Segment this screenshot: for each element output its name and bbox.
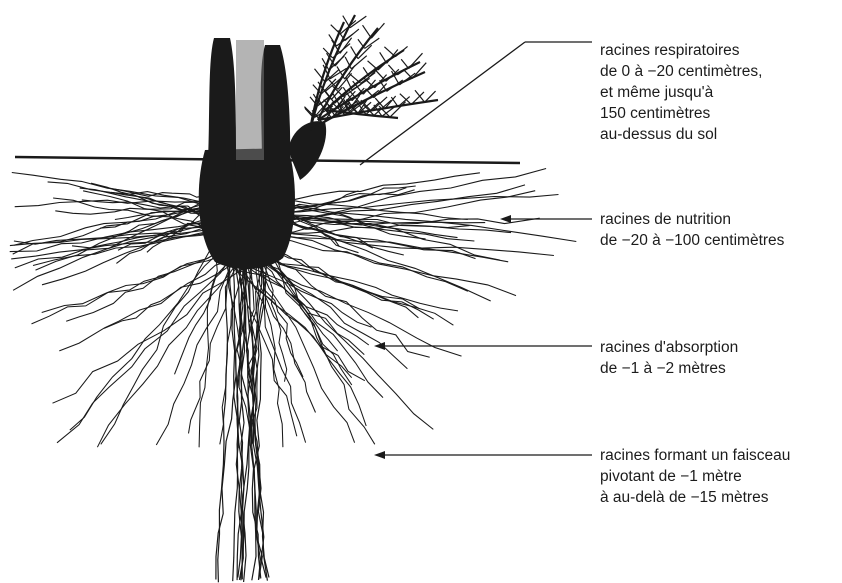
- leaf-leaflet: [349, 73, 361, 83]
- leaf-leaflet: [371, 23, 384, 38]
- pivot-root: [218, 262, 230, 582]
- leaf-leaflet: [395, 46, 407, 56]
- label-line: de −1 à −2 mètres: [600, 358, 738, 379]
- leaf-leaflet: [358, 39, 365, 48]
- label-line: au-dessus du sol: [600, 124, 762, 145]
- absorption-root: [199, 250, 217, 447]
- label-absorption-roots: racines d'absorption de −1 à −2 mètres: [600, 337, 738, 379]
- label-line: de 0 à −20 centimètres,: [600, 61, 762, 82]
- leaf-leaflet: [390, 102, 406, 117]
- leaf-leaflet: [374, 69, 386, 82]
- absorption-root: [32, 250, 223, 324]
- label-line: racines d'absorption: [600, 337, 738, 358]
- leaf-leaflet: [363, 25, 372, 38]
- leader-lines: [360, 42, 592, 459]
- label-line: racines de nutrition: [600, 209, 784, 230]
- label-line: racines respiratoires: [600, 40, 762, 61]
- nutrition-root: [265, 233, 554, 256]
- leaf-leaflet: [384, 47, 395, 57]
- leaf-leaflet: [409, 53, 423, 68]
- stem-right: [261, 45, 290, 165]
- label-pivot-roots: racines formant un faisceau pivotant de …: [600, 445, 790, 508]
- respiratory-root: [288, 121, 326, 180]
- leaf-leaflet: [346, 77, 352, 90]
- absorption-root: [269, 250, 367, 426]
- label-line: 150 centimètres: [600, 103, 762, 124]
- label-line: pivotant de −1 mètre: [600, 466, 790, 487]
- label-line: de −20 à −100 centimètres: [600, 230, 784, 251]
- leaf-leaflet: [331, 25, 340, 34]
- label-respiratory-roots: racines respiratoires de 0 à −20 centimè…: [600, 40, 762, 145]
- stem-left: [208, 38, 236, 162]
- leader-arrow-pivot-head: [374, 451, 385, 459]
- leaf-leaflet: [399, 73, 415, 85]
- leaf-leaflet: [387, 80, 403, 91]
- leaf-leaflet: [380, 52, 387, 63]
- label-line: et même jusqu'à: [600, 82, 762, 103]
- label-nutrition-roots: racines de nutrition de −20 à −100 centi…: [600, 209, 784, 251]
- leaf-leaflet: [401, 59, 408, 68]
- leaf-leaflet: [368, 61, 378, 70]
- root-crown: [199, 148, 295, 269]
- label-line: à au-delà de −15 mètres: [600, 487, 790, 508]
- leader-arrow-nutrition-head: [500, 215, 511, 223]
- stem-core: [236, 40, 264, 160]
- label-line: racines formant un faisceau: [600, 445, 790, 466]
- leaf-leaflet: [351, 46, 358, 58]
